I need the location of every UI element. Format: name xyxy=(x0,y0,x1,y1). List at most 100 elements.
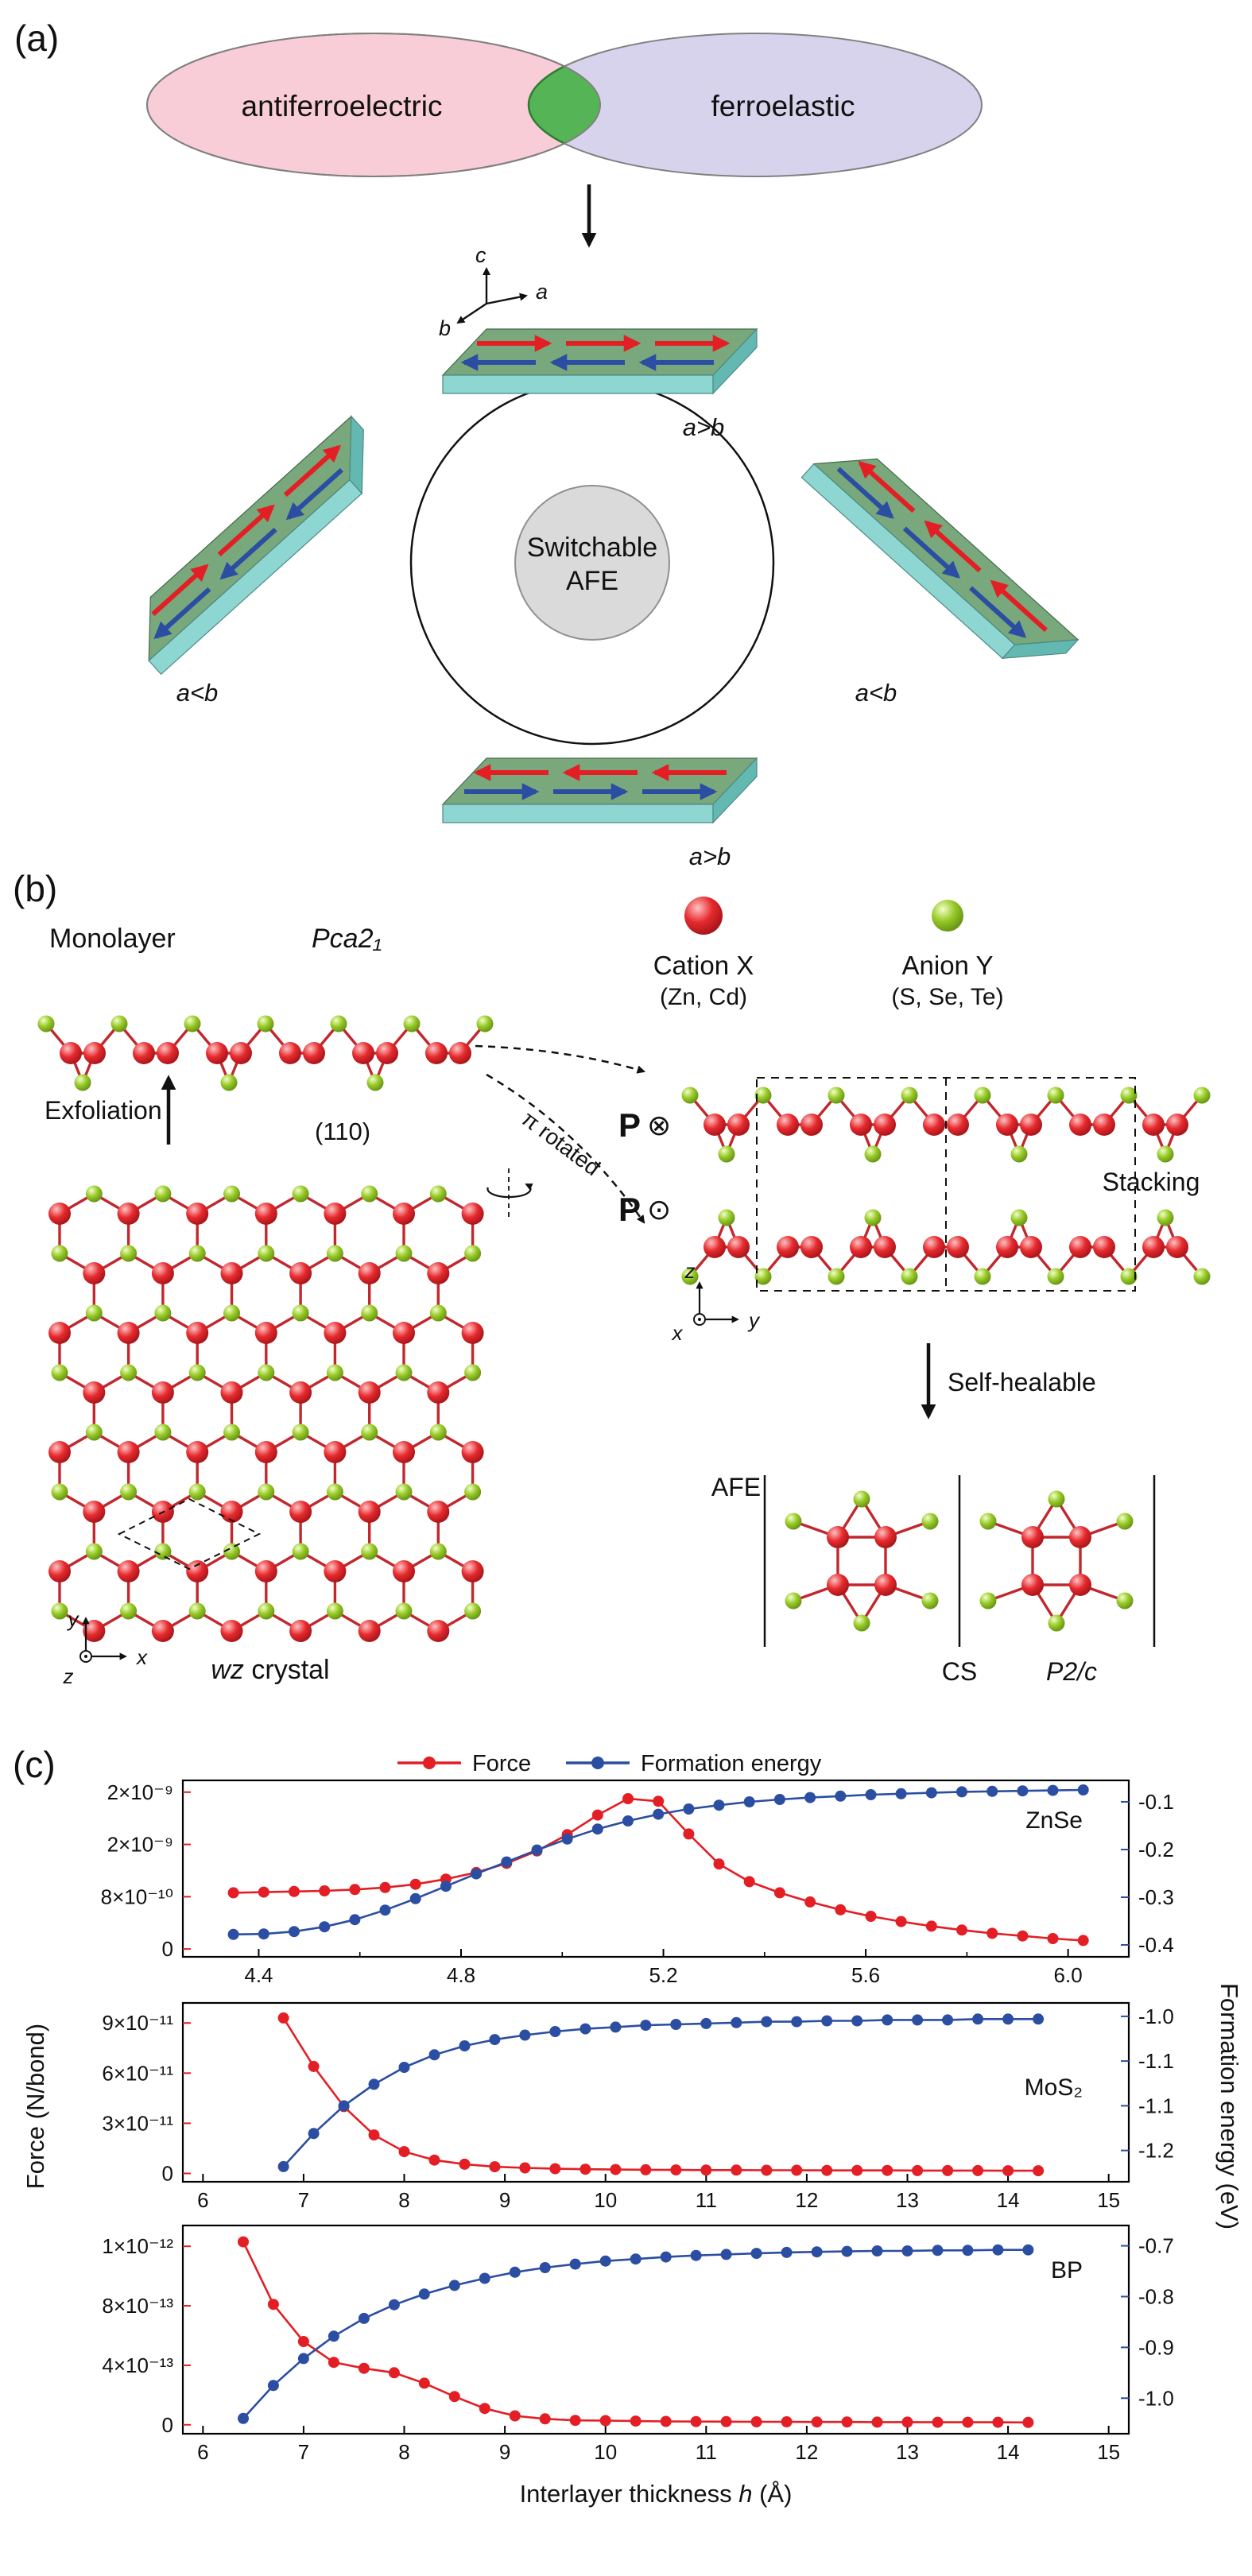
y-left-tick-label: 9×10⁻¹¹ xyxy=(102,2011,173,2035)
polarization-arrow-blue xyxy=(153,587,211,640)
cation-atom xyxy=(461,1560,484,1582)
data-point-blue xyxy=(267,2380,279,2392)
y-right-tick-label: -0.4 xyxy=(1138,1933,1174,1957)
anion-atom xyxy=(395,1483,413,1501)
anion-atom xyxy=(901,1268,918,1285)
cation-atom xyxy=(777,1236,799,1258)
cation-atom xyxy=(1021,1574,1044,1596)
cation-atom xyxy=(254,1560,277,1582)
anion-atom xyxy=(1193,1268,1211,1285)
data-point-red xyxy=(448,2391,460,2403)
x-tick-label: 14 xyxy=(997,2440,1020,2464)
data-point-blue xyxy=(713,1799,725,1811)
x-tick-label: 13 xyxy=(896,2188,919,2212)
data-point-red xyxy=(713,1858,725,1870)
cation-atom xyxy=(48,1322,71,1344)
stack-axis-y-label: y xyxy=(747,1308,761,1332)
anion-atom xyxy=(326,1602,343,1620)
cation-atom xyxy=(1142,1236,1165,1258)
y-left-tick-label: 1×10⁻¹² xyxy=(102,2234,173,2258)
anion-atom xyxy=(292,1424,309,1441)
x-tick-label: 12 xyxy=(795,2440,818,2464)
data-point-red xyxy=(791,2164,803,2176)
slab-top-face xyxy=(441,328,758,376)
y-right-tick-label: -1.1 xyxy=(1138,2049,1174,2073)
data-point-red xyxy=(986,1927,998,1939)
cation-atom xyxy=(850,1236,872,1258)
plot-name-label: MoS₂ xyxy=(1025,2074,1083,2101)
anion-atom xyxy=(464,1245,482,1262)
cation-atom xyxy=(449,1042,471,1064)
anion-atom xyxy=(853,1614,870,1632)
primitive-cell-outline xyxy=(117,1497,262,1571)
polarization-arrow-blue xyxy=(902,526,960,579)
series-line-red xyxy=(282,2017,1039,2172)
x-axis-label: Interlayer thickness h (Å) xyxy=(520,2480,793,2508)
anion-atom xyxy=(188,1364,206,1381)
honeycomb-lattice xyxy=(48,1185,484,1642)
cation-atom xyxy=(289,1381,312,1404)
data-point-blue xyxy=(743,1796,755,1807)
data-point-blue xyxy=(308,2128,320,2140)
cation-atom xyxy=(83,1620,106,1642)
anion-atom xyxy=(184,1015,201,1032)
x-tick-label: 9 xyxy=(499,2440,510,2464)
slab-side-face xyxy=(712,757,758,824)
anion-atom xyxy=(1116,1592,1134,1610)
x-axis-label-pre: Interlayer thickness xyxy=(520,2480,739,2508)
data-point-red xyxy=(238,2236,249,2248)
center-circle xyxy=(514,485,670,641)
afe-label: AFE xyxy=(711,1473,761,1501)
anion-atom xyxy=(429,1304,447,1322)
anion-atom xyxy=(361,1304,378,1322)
anion-atom xyxy=(1157,1145,1174,1163)
cation-atom xyxy=(186,1203,209,1225)
anion-atom xyxy=(292,1304,309,1322)
anion-atom xyxy=(464,1483,482,1501)
slab xyxy=(441,327,758,395)
y-left-tick-label: 0 xyxy=(162,1937,173,1961)
anion-atom xyxy=(974,1268,991,1285)
cation-atom xyxy=(358,1262,381,1284)
y-left-tick-label: 8×10⁻¹⁰ xyxy=(101,1885,173,1908)
zigzag-chain xyxy=(37,1015,494,1091)
data-point-blue xyxy=(630,2253,642,2265)
data-point-blue xyxy=(925,1787,937,1799)
wz-axis-z-out-of-plane-icon xyxy=(79,1650,92,1663)
rotation-arc xyxy=(486,1183,533,1199)
data-point-red xyxy=(569,2415,581,2427)
data-point-red xyxy=(743,1876,755,1888)
data-point-red xyxy=(308,2060,320,2072)
cation-atom xyxy=(60,1042,82,1064)
anion-elements-label: (S, Se, Te) xyxy=(891,984,1003,1010)
cation-atom xyxy=(117,1203,140,1225)
cation-atom xyxy=(923,1236,945,1258)
miller-plane-label: (110) xyxy=(315,1118,370,1145)
x-tick-label: 8 xyxy=(398,2188,409,2212)
anion-atom xyxy=(718,1145,735,1163)
cation-atom xyxy=(358,1381,381,1404)
cation-elements-label: (Zn, Cd) xyxy=(660,984,747,1010)
x-tick-label: 6.0 xyxy=(1054,1963,1083,1987)
anion-atom xyxy=(864,1209,882,1226)
cation-atom xyxy=(48,1560,71,1582)
x-tick-label: 8 xyxy=(398,2440,409,2464)
x-tick-label: 4.4 xyxy=(244,1963,273,1987)
y-left-tick-label: 6×10⁻¹¹ xyxy=(102,2061,173,2085)
polarization-arrow-red xyxy=(217,504,275,557)
data-point-red xyxy=(591,1809,603,1821)
data-point-red xyxy=(630,2415,642,2427)
x-tick-label: 11 xyxy=(696,2188,717,2212)
anion-atom xyxy=(120,1245,138,1262)
data-point-red xyxy=(549,2163,561,2175)
data-point-red xyxy=(1077,1935,1089,1947)
anion-atom xyxy=(785,1513,802,1530)
anion-atom xyxy=(258,1245,275,1262)
data-point-red xyxy=(388,2367,400,2379)
x-tick-label: 15 xyxy=(1097,2440,1120,2464)
cation-atom xyxy=(1142,1114,1165,1136)
panel-c: (c) Force Formation energy Force (N/bond… xyxy=(13,1744,1243,2508)
anion-atom xyxy=(681,1268,699,1285)
data-point-blue xyxy=(549,2026,561,2037)
